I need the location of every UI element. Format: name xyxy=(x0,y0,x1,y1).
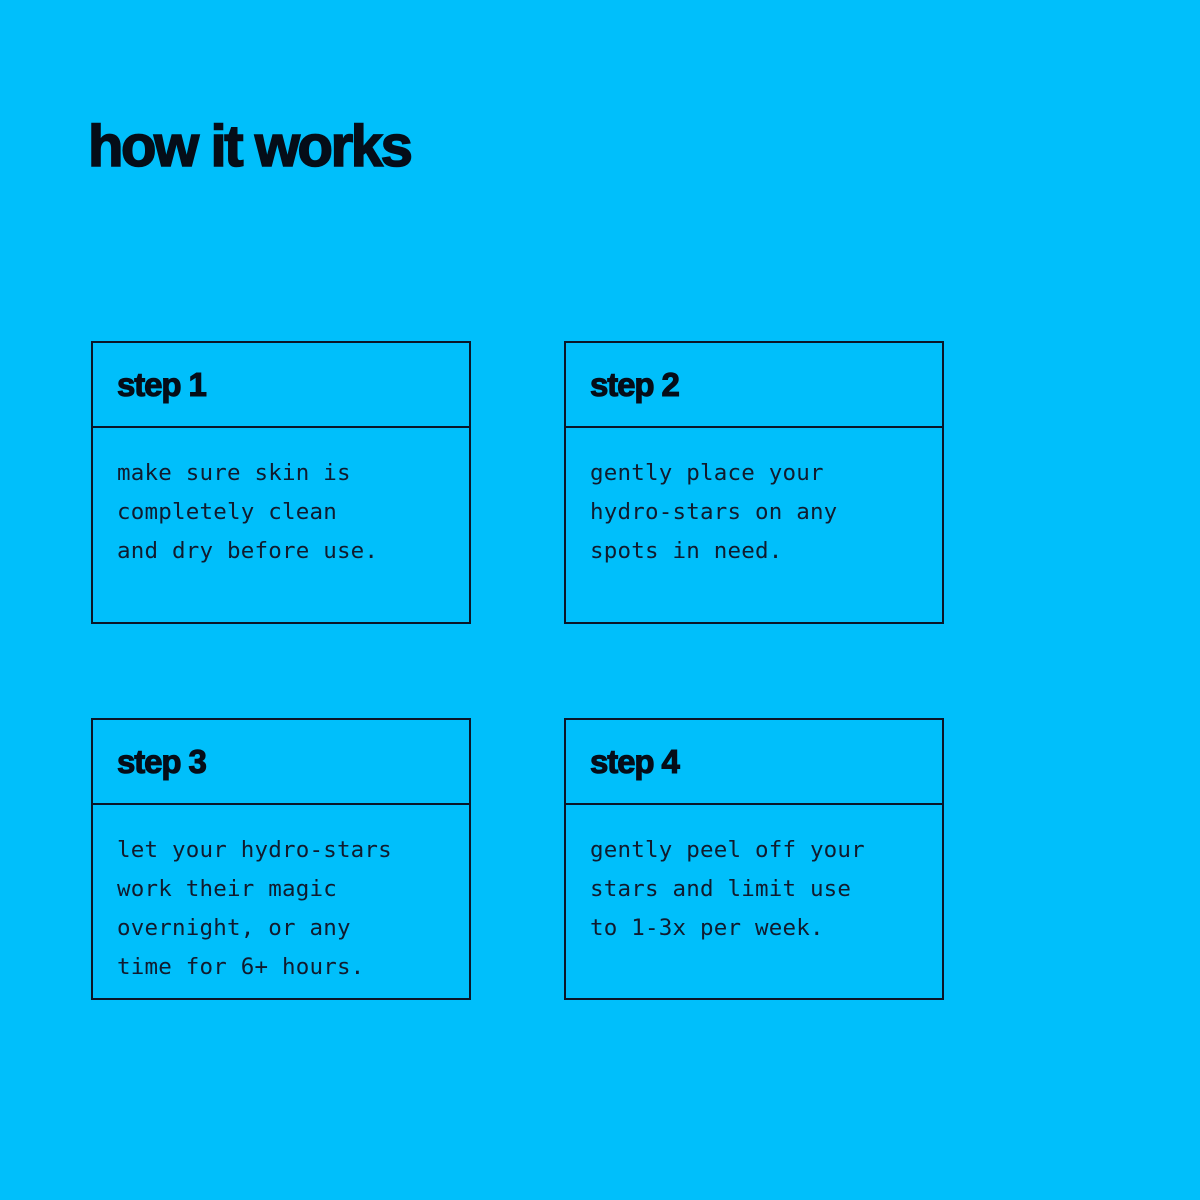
step-card-2: step 2 gently place your hydro-stars on … xyxy=(564,341,944,624)
step-card-title-1: step 1 xyxy=(116,366,207,403)
step-card-body-1: make sure skin is completely clean and d… xyxy=(93,428,469,622)
step-card-header-2: step 2 xyxy=(566,343,942,428)
step-card-title-2: step 2 xyxy=(589,366,680,403)
step-card-header-1: step 1 xyxy=(93,343,469,428)
step-card-text-2: gently place your hydro-stars on any spo… xyxy=(590,460,838,564)
step-card-title-3: step 3 xyxy=(116,743,207,780)
step-card-header-4: step 4 xyxy=(566,720,942,805)
step-card-body-2: gently place your hydro-stars on any spo… xyxy=(566,428,942,622)
step-card-3: step 3 let your hydro-stars work their m… xyxy=(91,718,471,1000)
steps-grid: step 1 make sure skin is completely clea… xyxy=(91,341,944,1000)
step-card-text-4: gently peel off your stars and limit use… xyxy=(590,837,865,941)
step-card-text-1: make sure skin is completely clean and d… xyxy=(117,460,379,564)
step-card-body-3: let your hydro-stars work their magic ov… xyxy=(93,805,469,998)
step-card-title-4: step 4 xyxy=(589,743,680,780)
step-card-text-3: let your hydro-stars work their magic ov… xyxy=(117,837,392,980)
step-card-1: step 1 make sure skin is completely clea… xyxy=(91,341,471,624)
step-card-body-4: gently peel off your stars and limit use… xyxy=(566,805,942,998)
step-card-4: step 4 gently peel off your stars and li… xyxy=(564,718,944,1000)
step-card-header-3: step 3 xyxy=(93,720,469,805)
page-title: how it works xyxy=(87,114,413,179)
